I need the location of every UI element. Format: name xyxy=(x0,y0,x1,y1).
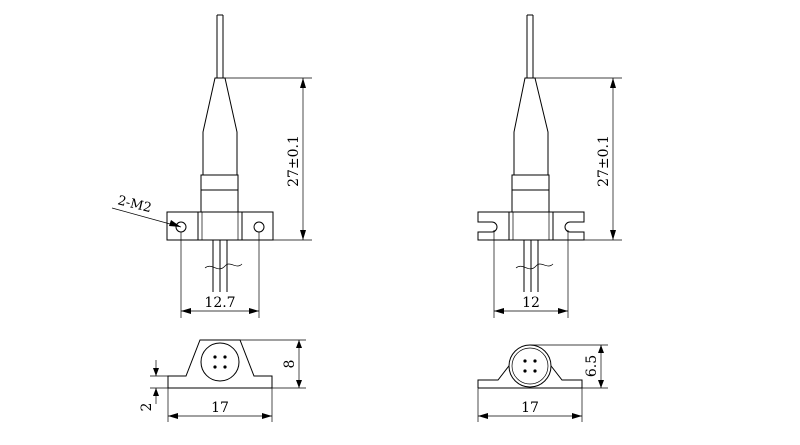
left-height-dimension: 27±0.1 xyxy=(225,77,312,241)
right-bottom-outline xyxy=(477,361,583,389)
right-barrel xyxy=(511,174,550,213)
right-bottom-height-dimension: 6.5 xyxy=(530,344,608,389)
right-side-view: 27±0.1 12 xyxy=(477,14,622,318)
left-mount-hole-2 xyxy=(253,221,265,233)
right-width-dimension: 12 xyxy=(493,230,569,318)
left-fiber-boot xyxy=(202,77,238,176)
left-bottom-height-text: 8 xyxy=(282,360,298,369)
right-fiber-boot xyxy=(513,77,549,176)
right-bottom-height-text: 6.5 xyxy=(584,355,600,377)
left-bottom-body-circle xyxy=(200,342,240,382)
left-bottom-width-text: 17 xyxy=(211,400,229,416)
hole-callout-text: 2-M2 xyxy=(116,193,153,216)
left-side-view: 27±0.1 12.7 2-M2 xyxy=(111,14,312,318)
right-fiber xyxy=(526,14,534,78)
left-fiber xyxy=(216,14,224,78)
right-bottom-body-circle xyxy=(508,344,552,388)
right-width-dim-text: 12 xyxy=(522,295,540,311)
hole-callout: 2-M2 xyxy=(111,193,182,228)
right-pins xyxy=(515,240,554,292)
left-bottom-width-dimension: 17 xyxy=(167,388,273,422)
right-bottom-width-text: 17 xyxy=(521,400,539,416)
right-height-dimension: 27±0.1 xyxy=(535,77,622,241)
left-height-dim-text: 27±0.1 xyxy=(286,135,302,187)
right-bottom-view: 6.5 17 xyxy=(477,344,608,422)
right-height-dim-text: 27±0.1 xyxy=(596,135,612,187)
left-barrel xyxy=(200,174,239,213)
left-bottom-thickness-dimension: 2 xyxy=(139,360,168,411)
left-bottom-height-dimension: 8 xyxy=(240,339,306,389)
left-width-dim-text: 12.7 xyxy=(204,295,235,311)
left-width-dimension: 12.7 xyxy=(180,232,260,318)
right-bottom-width-dimension: 17 xyxy=(477,388,583,422)
left-bottom-view: 8 2 17 xyxy=(139,339,306,422)
left-pins xyxy=(204,240,243,292)
left-flange xyxy=(166,211,274,241)
left-bottom-thickness-text: 2 xyxy=(139,403,155,412)
